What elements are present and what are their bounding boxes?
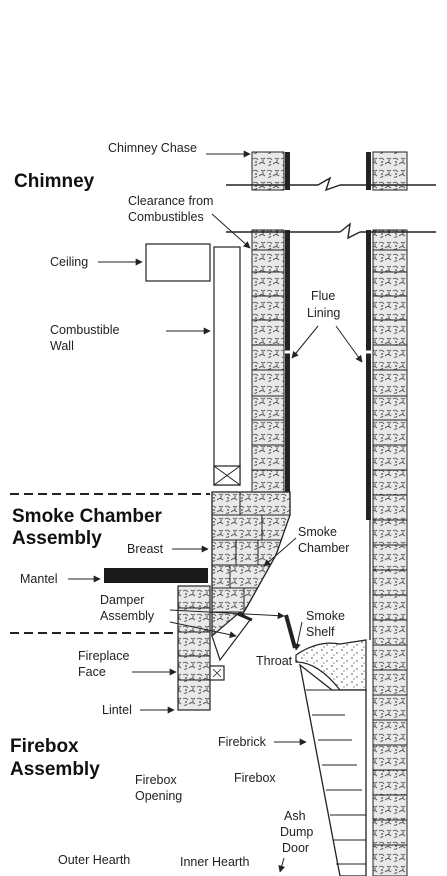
section-title-firebox-2: Assembly	[10, 759, 100, 780]
label-smoke-shelf: Smoke	[306, 609, 345, 623]
label-ash-dump-door-2: Dump	[280, 825, 313, 839]
label-fireplace-face: Fireplace	[78, 649, 129, 663]
label-firebox: Firebox	[234, 771, 276, 785]
label-mantel: Mantel	[20, 572, 58, 586]
breast-masonry	[211, 491, 291, 637]
label-firebox-opening-2: Opening	[135, 789, 182, 803]
label-inner-hearth: Inner Hearth	[180, 855, 250, 869]
label-firebox-opening: Firebox	[135, 773, 177, 787]
chimney-chase-lines	[226, 176, 436, 240]
section-title-smoke-chamber-2: Assembly	[12, 528, 102, 549]
label-flue-lining-2: Lining	[307, 306, 340, 320]
leader-lines	[68, 150, 363, 873]
combustible-wall	[213, 246, 241, 486]
fireplace-face-masonry	[177, 585, 211, 711]
section-title-firebox: Firebox	[10, 736, 79, 757]
section-title-chimney: Chimney	[14, 171, 95, 192]
label-damper-assembly-2: Assembly	[100, 609, 155, 623]
label-smoke-chamber-2: Chamber	[298, 541, 349, 555]
lintel	[209, 665, 225, 681]
label-smoke-shelf-2: Shelf	[306, 625, 335, 639]
label-firebrick: Firebrick	[218, 735, 267, 749]
label-outer-hearth: Outer Hearth	[58, 853, 130, 867]
label-breast: Breast	[127, 542, 164, 556]
label-clearance: Clearance from	[128, 194, 213, 208]
label-chimney-chase: Chimney Chase	[108, 141, 197, 155]
label-fireplace-face-2: Face	[78, 665, 106, 679]
label-ash-dump-door: Ash	[284, 809, 306, 823]
label-combustible-wall-2: Wall	[50, 339, 74, 353]
firebrick-wall	[299, 663, 367, 876]
label-combustible-wall: Combustible	[50, 323, 120, 337]
label-damper-assembly: Damper	[100, 593, 144, 607]
label-ceiling: Ceiling	[50, 255, 88, 269]
label-ash-dump-door-3: Door	[282, 841, 309, 855]
section-title-smoke-chamber: Smoke Chamber	[12, 506, 163, 527]
right-flue-lining	[364, 152, 372, 520]
left-flue-lining	[285, 152, 292, 492]
left-chimney-wall	[251, 151, 285, 493]
ceiling-box	[145, 243, 211, 282]
label-throat: Throat	[256, 654, 293, 668]
right-chimney-wall	[372, 151, 408, 876]
label-smoke-chamber: Smoke	[298, 525, 337, 539]
label-clearance-2: Combustibles	[128, 210, 204, 224]
label-flue-lining: Flue	[311, 289, 335, 303]
mantel	[104, 568, 208, 583]
label-lintel: Lintel	[102, 703, 132, 717]
